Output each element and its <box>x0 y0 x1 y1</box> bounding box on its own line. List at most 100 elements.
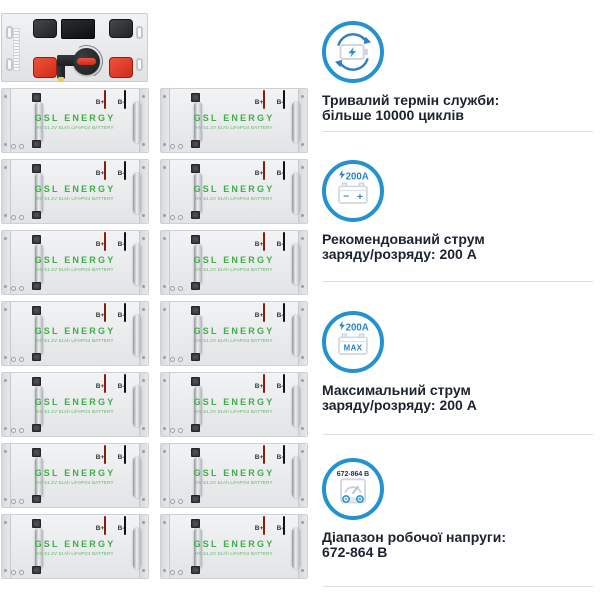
module-handle-right <box>133 173 141 214</box>
screw-hole <box>301 166 304 169</box>
model-spec-text: HV 51.2V 51Ah LiFePO4 BATTERY <box>195 551 273 556</box>
voltage-range-icon: 672-864 В <box>322 458 384 520</box>
vent-bottom <box>191 566 200 574</box>
positive-terminal-label: B+ <box>95 383 105 390</box>
negative-terminal: B- <box>274 374 288 393</box>
positive-terminal-block <box>104 161 107 180</box>
module-handle-right <box>133 457 141 498</box>
battery-module: B+ B- GSL ENERGY HV 51.2V 51Ah LiFePO4 B… <box>160 159 308 224</box>
screw-hole <box>142 379 145 382</box>
model-spec-text: HV 51.2V 51Ah LiFePO4 BATTERY <box>36 338 114 343</box>
brand-logo-text: GSL ENERGY <box>193 539 275 549</box>
battery-module: B+ B- GSL ENERGY HV 51.2V 51Ah LiFePO4 B… <box>160 443 308 508</box>
rack-ear-left <box>161 515 170 578</box>
negative-terminal-block <box>283 303 286 322</box>
vent-top <box>32 93 41 102</box>
screw-hole <box>142 498 145 501</box>
positive-terminal-label: B+ <box>95 170 105 177</box>
positive-terminal-label: B+ <box>254 312 264 319</box>
screw-hole <box>301 569 304 572</box>
negative-terminal-label: B- <box>276 454 284 461</box>
negative-terminal: B- <box>115 374 129 393</box>
battery-max-current-icon: 200A MAX <box>322 311 384 373</box>
negative-terminal-block <box>283 445 286 464</box>
negative-terminal-label: B- <box>276 241 284 248</box>
positive-terminal-block <box>263 445 266 464</box>
battery-module: B+ B- GSL ENERGY HV 51.2V 51Ah LiFePO4 B… <box>1 230 149 295</box>
model-spec-text: HV 51.2V 51Ah LiFePO4 BATTERY <box>36 551 114 556</box>
screw-hole <box>4 521 7 524</box>
section-divider <box>323 586 593 587</box>
module-handle-right <box>292 386 300 427</box>
svg-text:672-864 В: 672-864 В <box>337 471 369 478</box>
model-spec-text: HV 51.2V 51Ah LiFePO4 BATTERY <box>36 196 114 201</box>
screw-hole <box>4 427 7 430</box>
battery-module: B+ B- GSL ENERGY HV 51.2V 51Ah LiFePO4 B… <box>160 372 308 437</box>
positive-terminal: B+ <box>94 374 108 393</box>
indicator-dots <box>170 428 183 433</box>
vent-bottom <box>32 353 41 361</box>
terminal-cover-black <box>109 19 133 38</box>
positive-terminal-block <box>104 90 107 109</box>
indicator-dots <box>170 144 183 149</box>
model-spec-text: HV 51.2V 51Ah LiFePO4 BATTERY <box>36 267 114 272</box>
negative-terminal-block <box>283 232 286 251</box>
screw-hole <box>163 214 166 217</box>
positive-terminal-block <box>263 516 266 535</box>
screw-hole <box>163 450 166 453</box>
module-handle-left <box>194 528 202 569</box>
battery-module: B+ B- GSL ENERGY HV 51.2V 51Ah LiFePO4 B… <box>1 159 149 224</box>
screw-hole <box>4 308 7 311</box>
svg-text:200A: 200A <box>346 322 369 333</box>
model-spec-text: HV 51.2V 51Ah LiFePO4 BATTERY <box>195 409 273 414</box>
negative-terminal-block <box>124 303 127 322</box>
feature-title-line: Діапазон робочої напруги: <box>322 529 506 545</box>
module-handle-left <box>35 173 43 214</box>
rack-ear-left <box>2 373 11 436</box>
model-spec-text: HV 51.2V 51Ah LiFePO4 BATTERY <box>36 409 114 414</box>
feature-title-line: Рекомендований струм <box>322 231 485 247</box>
vent-bottom <box>32 424 41 432</box>
section-divider <box>323 281 593 282</box>
positive-terminal-label: B+ <box>95 454 105 461</box>
negative-terminal: B- <box>115 232 129 251</box>
screw-hole <box>142 427 145 430</box>
negative-terminal-block <box>283 516 286 535</box>
brand-logo-text: GSL ENERGY <box>34 468 116 478</box>
battery-module: B+ B- GSL ENERGY HV 51.2V 51Ah LiFePO4 B… <box>1 514 149 579</box>
breaker-lever-arm <box>57 55 77 66</box>
negative-terminal-label: B- <box>117 99 125 106</box>
spec-label-strip <box>13 28 20 71</box>
terminal-cover-black <box>33 19 57 38</box>
rack-ear-left <box>161 444 170 507</box>
section-divider <box>323 434 593 435</box>
battery-module: B+ B- GSL ENERGY HV 51.2V 51Ah LiFePO4 B… <box>160 514 308 579</box>
screw-hole <box>4 237 7 240</box>
screw-hole <box>163 285 166 288</box>
status-display <box>61 19 95 39</box>
brand-logo-text: GSL ENERGY <box>193 397 275 407</box>
positive-terminal: B+ <box>94 516 108 535</box>
model-spec-text: HV 51.2V 51Ah LiFePO4 BATTERY <box>195 267 273 272</box>
negative-terminal-label: B- <box>276 99 284 106</box>
vent-bottom <box>191 495 200 503</box>
bracket-hook <box>6 26 13 39</box>
brand-logo-text: GSL ENERGY <box>34 397 116 407</box>
positive-terminal: B+ <box>253 516 267 535</box>
module-handle-right <box>292 244 300 285</box>
battery-stack: B+ B- GSL ENERGY HV 51.2V 51Ah LiFePO4 B… <box>1 0 311 600</box>
module-handle-right <box>133 315 141 356</box>
screw-hole <box>163 143 166 146</box>
negative-terminal: B- <box>274 445 288 464</box>
negative-terminal-label: B- <box>276 170 284 177</box>
screw-hole <box>301 450 304 453</box>
positive-terminal-label: B+ <box>254 99 264 106</box>
breaker-lever-tip <box>58 77 64 81</box>
negative-terminal-block <box>283 90 286 109</box>
breaker-rotary-switch <box>73 48 100 75</box>
vent-bottom <box>32 140 41 148</box>
negative-terminal-block <box>124 516 127 535</box>
rack-ear-left <box>161 160 170 223</box>
screw-hole <box>142 214 145 217</box>
screw-hole <box>301 214 304 217</box>
